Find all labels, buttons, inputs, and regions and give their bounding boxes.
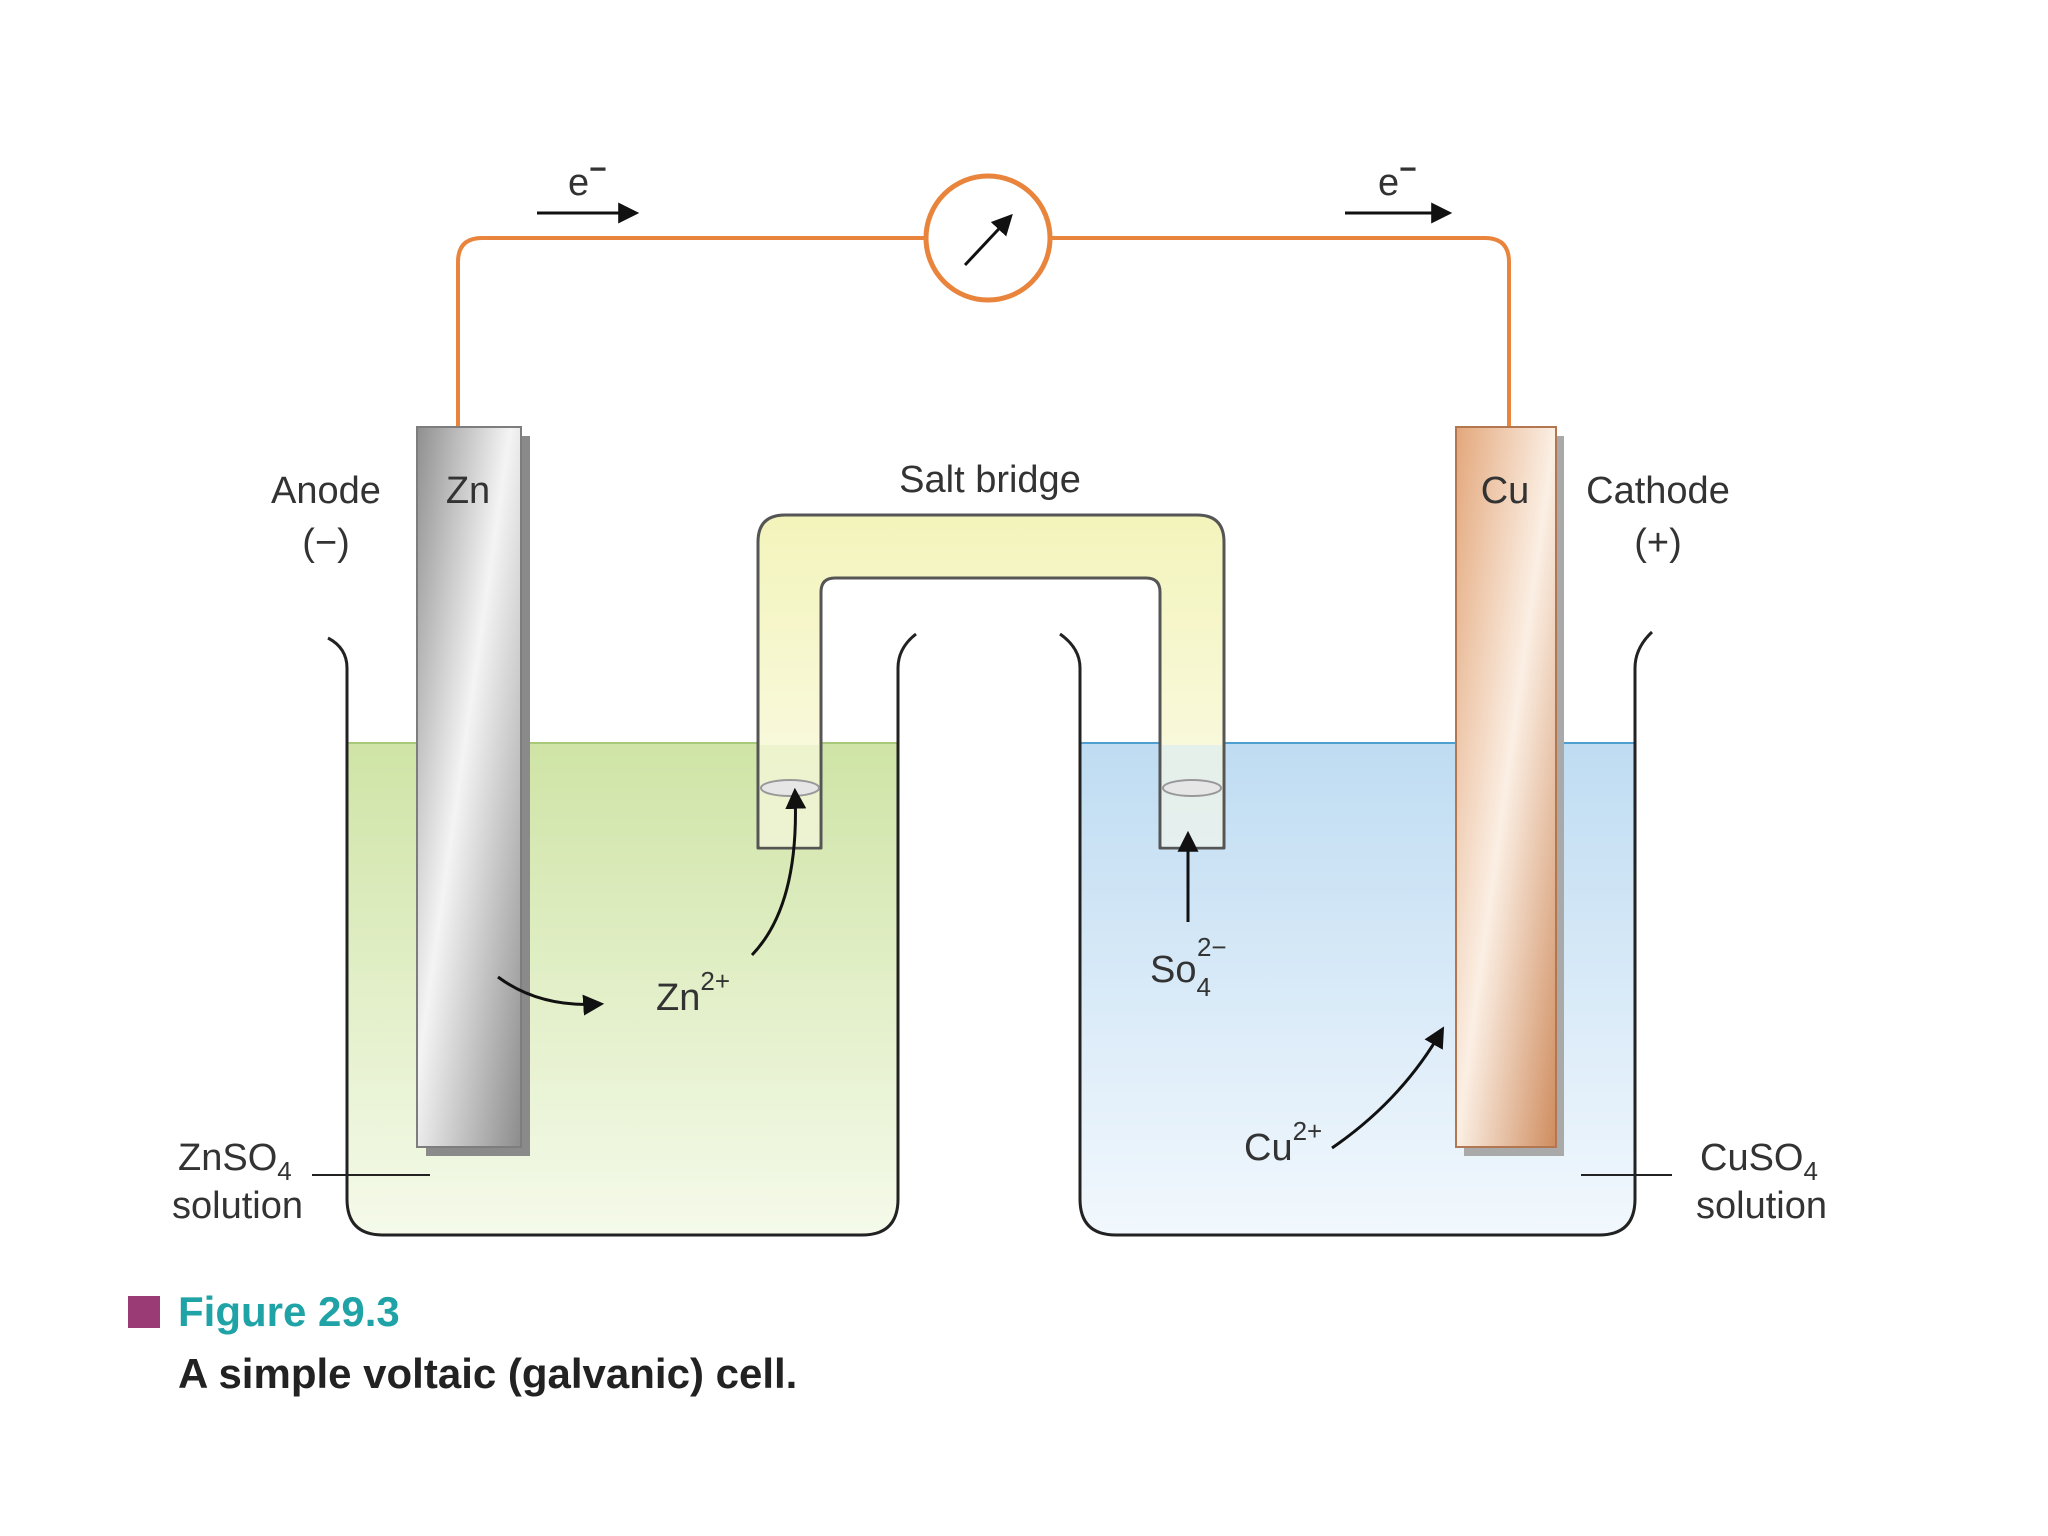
- electron-label-left: e−: [568, 153, 607, 204]
- figure-number: Figure 29.3: [178, 1288, 400, 1335]
- cuso4-label: CuSO4: [1700, 1137, 1818, 1186]
- znso4-label: ZnSO4: [178, 1137, 292, 1186]
- anode-sign: (−): [302, 522, 350, 564]
- cu-electrode-label: Cu: [1481, 470, 1530, 512]
- copper-electrode: [1455, 426, 1564, 1156]
- cathode-label: Cathode: [1586, 470, 1730, 512]
- figure-caption: A simple voltaic (galvanic) cell.: [178, 1350, 797, 1397]
- left-beaker: [327, 632, 917, 1237]
- znso4-solution-label: solution: [172, 1185, 303, 1227]
- zn-ion-label: Zn2+: [656, 966, 730, 1019]
- electron-label-right: e−: [1378, 153, 1417, 204]
- zn-electrode-label: Zn: [446, 470, 490, 512]
- cuso4-solution-label: solution: [1696, 1185, 1827, 1227]
- anode-label: Anode: [271, 470, 381, 512]
- cu-ion-arrow: [1331, 1026, 1445, 1150]
- salt-bridge-plug-left: [760, 779, 820, 797]
- cathode-sign: (+): [1634, 522, 1682, 564]
- caption-marker: [128, 1296, 160, 1328]
- right-beaker: [1059, 630, 1654, 1237]
- salt-bridge-label: Salt bridge: [899, 459, 1081, 501]
- zn-dissolve-arrow: [497, 975, 605, 1016]
- cu-ion-label: Cu2+: [1244, 1116, 1322, 1169]
- sulfate-ion-label: So42−: [1150, 932, 1227, 1002]
- salt-bridge-plug-right: [1162, 779, 1222, 797]
- zn-ion-arrow: [750, 787, 807, 957]
- meter: [923, 173, 1053, 303]
- zinc-electrode: [416, 426, 530, 1156]
